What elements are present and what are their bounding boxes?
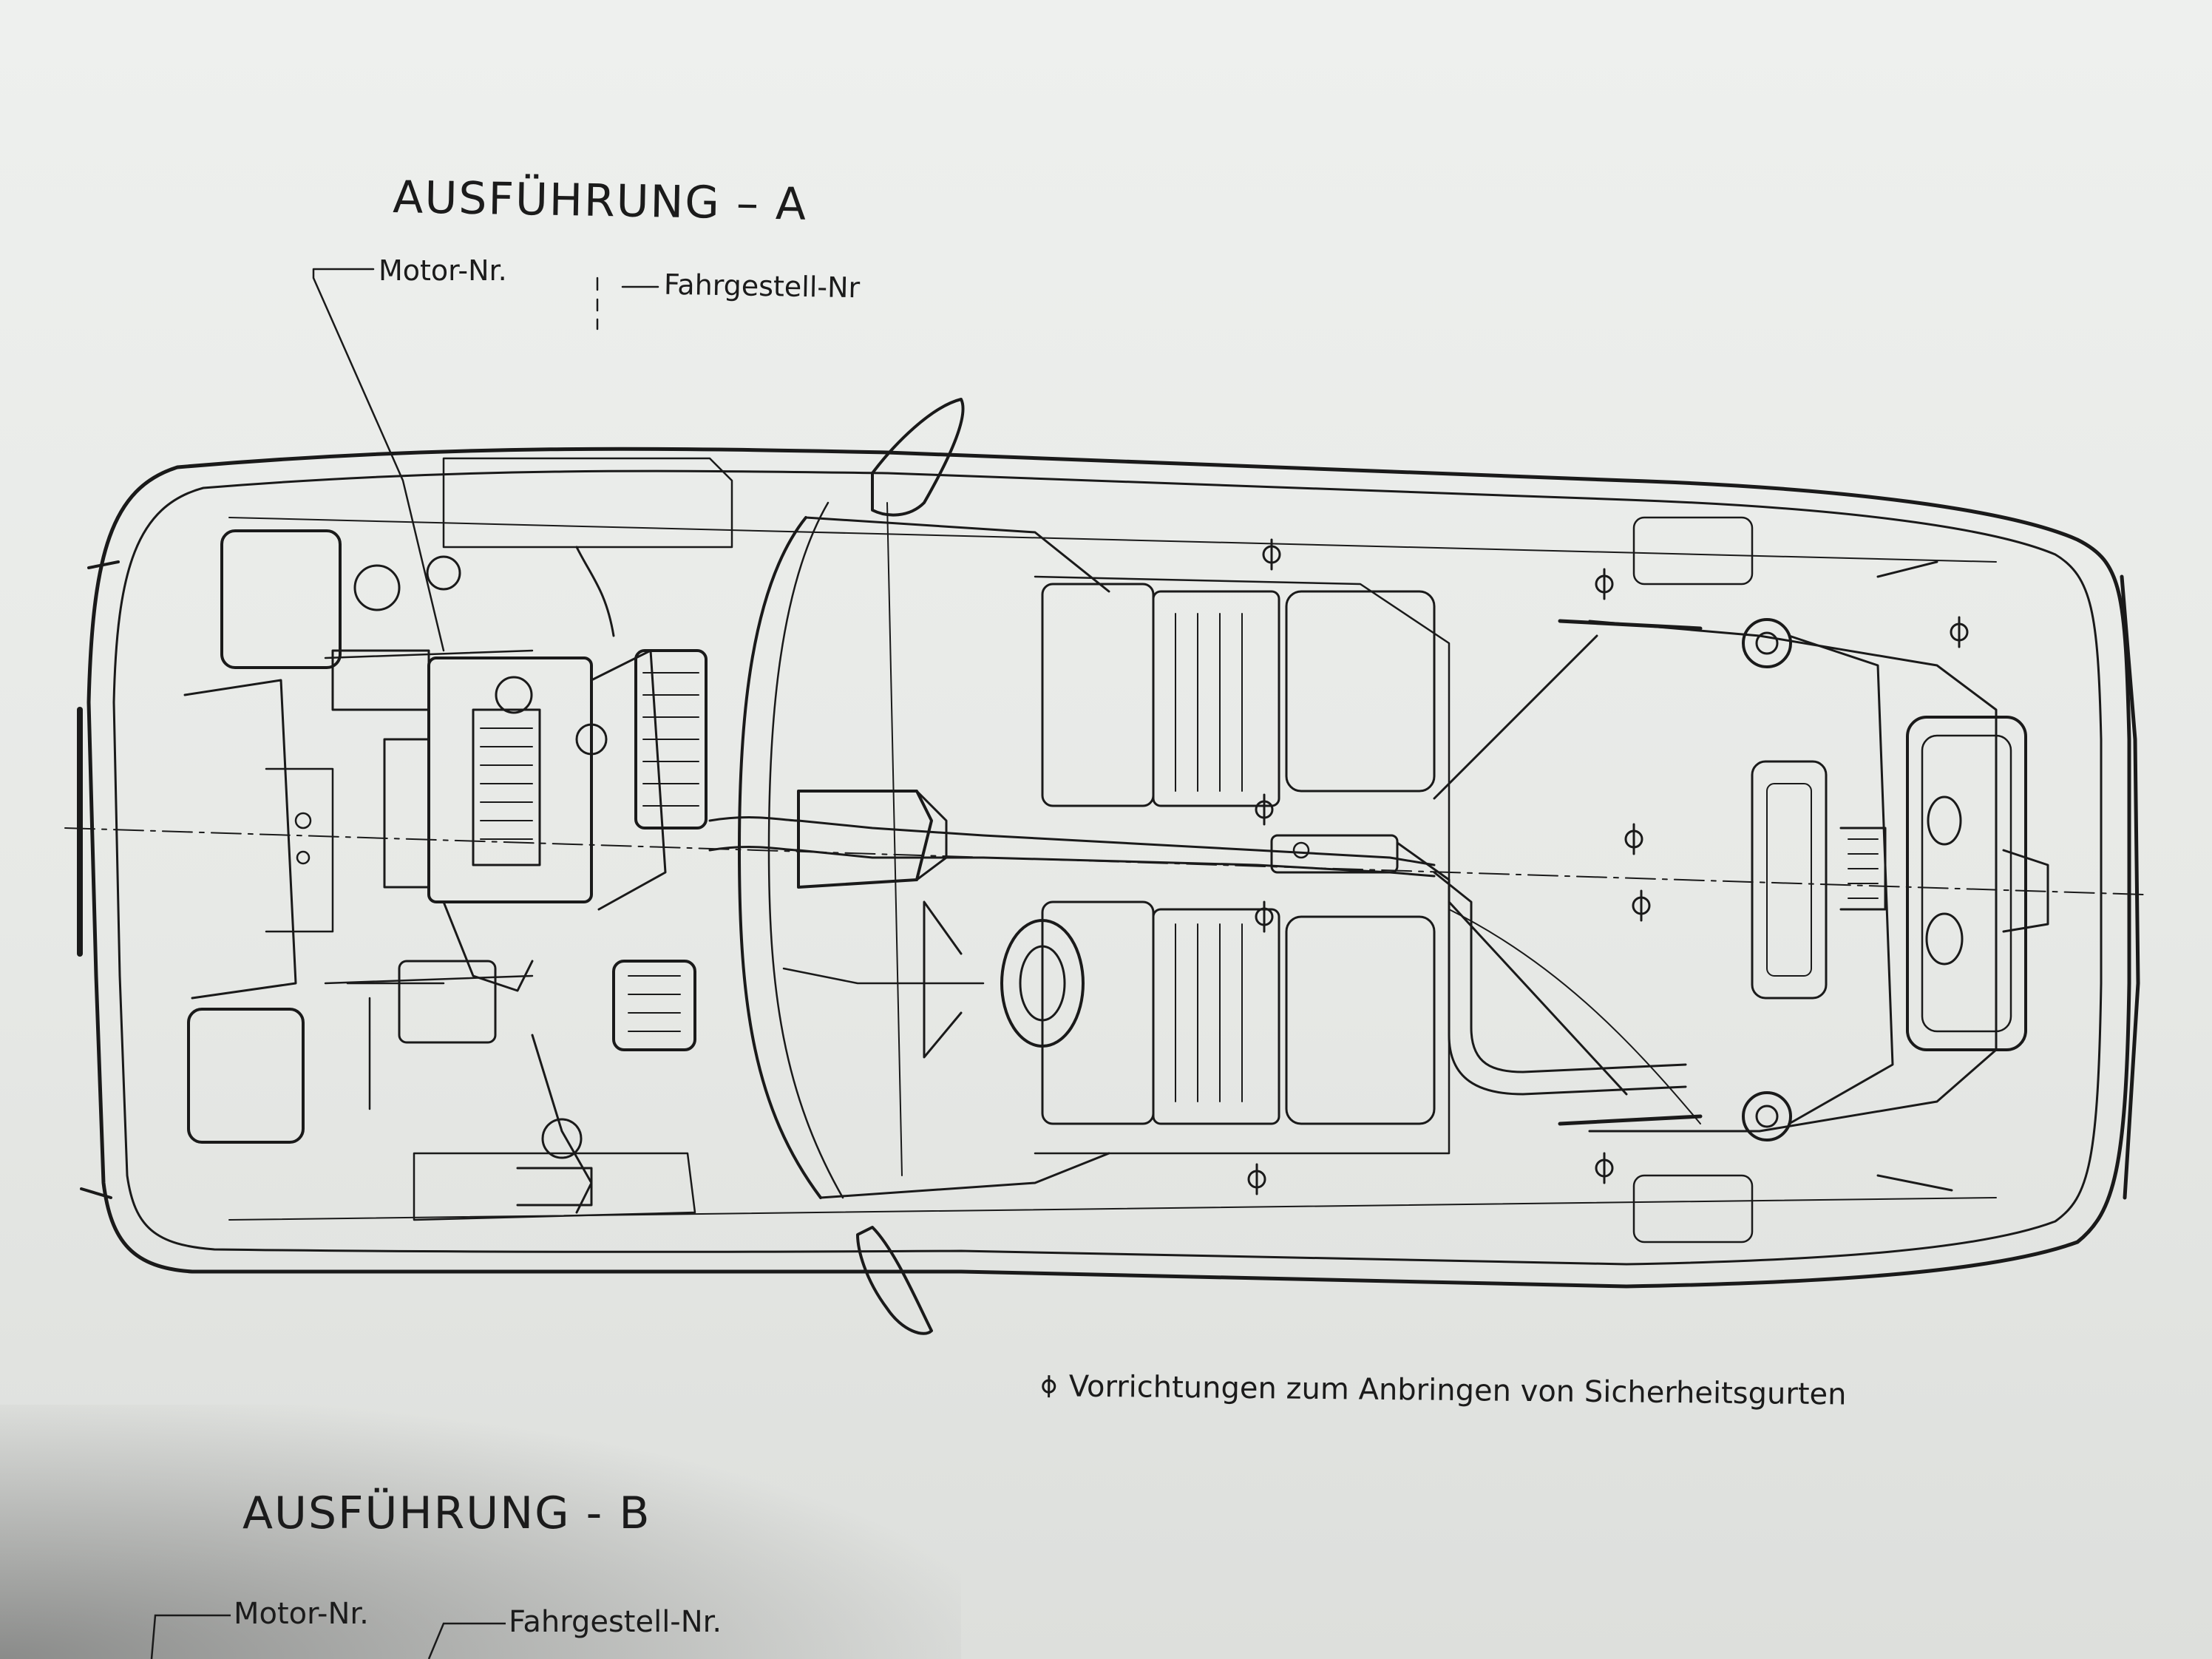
- spare-wheel-well: [1907, 717, 2048, 1050]
- page-shadow: [0, 1405, 961, 1659]
- floor-pan: [739, 503, 1449, 1198]
- chassis-braces: [1434, 636, 1700, 1124]
- front-wheel-wells: [189, 458, 732, 1220]
- rear-axle: [1560, 518, 1996, 1242]
- engine-number-label-a: Motor-Nr.: [379, 254, 507, 287]
- car-body-outline: [80, 449, 2138, 1286]
- front-crossmember: [185, 651, 532, 998]
- variant-b-leader-lines: [152, 1615, 506, 1659]
- fuel-tank: [1752, 761, 1885, 998]
- exhaust-system: [710, 791, 1686, 1094]
- chassis-number-label-b: Fahrgestell-Nr.: [509, 1605, 722, 1639]
- side-mirrors: [858, 399, 963, 1334]
- seat-belt-anchor-markers: [1249, 540, 1967, 1194]
- engine-number-label-b: Motor-Nr.: [234, 1597, 369, 1631]
- engine-number-leader-line: [313, 269, 444, 651]
- front-seats: [1042, 584, 1434, 1124]
- variant-b-heading: AUSFÜHRUNG - B: [242, 1487, 651, 1539]
- belt-anchor-marker-icon: [1042, 1375, 1056, 1398]
- legend: Vorrichtungen zum Anbringen von Sicherhe…: [1037, 1369, 1847, 1411]
- steering-wheel: [784, 902, 1083, 1057]
- engine-assembly: [333, 547, 706, 1212]
